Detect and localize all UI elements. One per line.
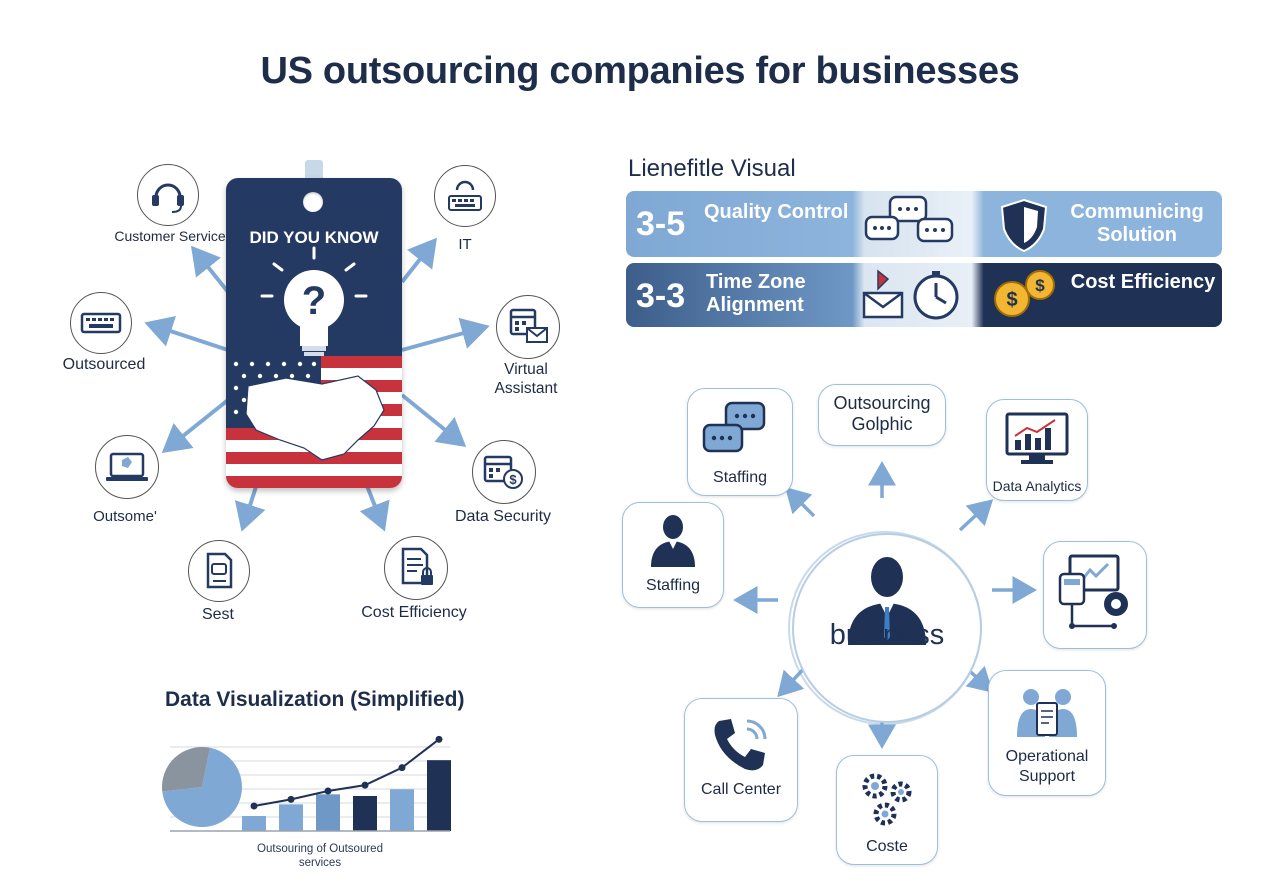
arrow-it — [400, 237, 437, 284]
keyboard-icon — [80, 312, 122, 334]
node-device — [1043, 541, 1147, 649]
business-hub: business — [792, 533, 982, 723]
keyboard-headset-icon — [448, 180, 482, 211]
shield-icon — [1000, 198, 1048, 253]
chart-bar — [353, 796, 377, 831]
businessman-icon — [848, 557, 926, 645]
bulb-flag-art: ? — [226, 246, 402, 488]
chart-bar — [316, 794, 340, 831]
page-title: US outsourcing companies for businesses — [260, 50, 1020, 92]
gears-icon — [862, 773, 912, 826]
did-you-know-tag: DID YOU KNOW ? — [226, 178, 402, 488]
row2-label: Time Zone Alignment — [706, 271, 806, 316]
phone-icon — [714, 719, 767, 771]
benefits-heading: Lienefitle Visual — [628, 155, 796, 182]
coins-icon: $ $ — [994, 270, 1055, 317]
row1-right-label: Communicing Solution — [1070, 201, 1204, 246]
node-staffing-left: Staffing — [622, 502, 724, 608]
chart-point — [435, 735, 443, 743]
tag-hole — [303, 192, 323, 212]
chat-bubbles-icon — [864, 195, 954, 243]
chart-point — [287, 795, 295, 803]
node-outsourcing-label: Outsourcing Golphic — [833, 393, 931, 434]
team-icon — [1017, 689, 1077, 737]
cost-efficiency-node — [384, 536, 448, 600]
arrow-data-analytics — [958, 499, 994, 532]
chart-pie-slice — [162, 747, 210, 792]
svg-text:?: ? — [302, 279, 326, 323]
hub-center-label: business — [829, 619, 945, 651]
chart-point — [398, 764, 406, 772]
arrow-customer-service — [191, 245, 230, 294]
node-outsourcing: Outsourcing Golphic — [818, 384, 946, 446]
benefit-row-1: 3-5 Quality Control Communicing Solution — [626, 191, 1222, 257]
mail-clock-icon — [862, 269, 959, 320]
monitor-chart-icon — [1005, 412, 1069, 464]
node-call-center-label: Call Center — [700, 781, 782, 798]
node-operational-label: Operational Support — [1005, 748, 1089, 785]
label-outsourced: Outsourced — [62, 356, 146, 373]
customer-service-node — [137, 164, 199, 226]
label-virtual-assistant: Virtual Assistant — [494, 361, 558, 397]
node-coste-label: Coste — [866, 838, 908, 855]
label-cost-efficiency: Cost Efficiency — [361, 604, 467, 621]
chart-bar — [427, 760, 451, 831]
outsourced-node — [70, 292, 132, 354]
chart-title: Data Visualization (Simplified) — [165, 688, 465, 711]
virtual-assistant-node — [496, 295, 560, 359]
arrow-virtual-assistant — [401, 317, 490, 352]
chart-pie-slice — [162, 747, 242, 827]
data-security-node: $ — [472, 440, 536, 504]
us-flag — [226, 356, 402, 488]
tag-text: DID YOU KNOW — [249, 228, 379, 247]
chart-bar — [279, 804, 303, 831]
node-data-analytics-label: Data Analytics — [992, 478, 1082, 494]
chart-trend-line — [253, 738, 440, 807]
node-data-analytics: Data Analytics — [986, 399, 1088, 501]
laptop-icon — [106, 452, 148, 481]
sest-node — [188, 540, 250, 602]
label-sest: Sest — [201, 606, 234, 623]
node-call-center: Call Center — [684, 698, 798, 822]
it-node — [434, 165, 496, 227]
svg-text:$: $ — [1006, 289, 1017, 311]
arrow-outsome — [161, 398, 230, 453]
row2-number: 3-3 — [636, 277, 686, 315]
node-coste: Coste — [836, 755, 938, 865]
label-customer-service: Customer Service — [114, 228, 226, 244]
person-icon — [651, 515, 695, 567]
svg-text:$: $ — [509, 472, 517, 487]
label-data-security: Data Security — [454, 508, 552, 525]
chart-point — [324, 787, 332, 795]
node-staffing-left-label: Staffing — [646, 577, 700, 594]
node-operational: Operational Support — [988, 670, 1106, 796]
chat-bubbles-icon — [702, 401, 766, 453]
headset-icon — [152, 183, 184, 213]
chart-point — [361, 781, 369, 789]
svg-text:$: $ — [1035, 276, 1045, 295]
node-staffing-top-label: Staffing — [713, 469, 767, 486]
chart-point — [250, 802, 258, 810]
chart-xlabel: Outsouring of Outsoured services — [257, 843, 383, 869]
row2-right-label: Cost Efficiency — [1070, 271, 1216, 293]
lightbulb-icon: ? — [260, 246, 368, 356]
document-chat-icon — [206, 552, 233, 589]
chart-bar — [390, 789, 414, 831]
arrow-staffing-top — [785, 487, 816, 518]
calendar-dollar-icon: $ — [483, 455, 523, 489]
document-lock-icon — [401, 547, 433, 585]
calendar-mail-icon — [509, 308, 548, 343]
simplified-chart — [162, 735, 451, 832]
outsome-node — [95, 435, 159, 499]
label-outsome: Outsome' — [93, 508, 157, 525]
node-staffing-top: Staffing — [687, 388, 793, 496]
device-support-icon — [1058, 554, 1128, 629]
chart-bar — [242, 816, 266, 831]
label-it: IT — [458, 236, 472, 253]
benefit-row-2: 3-3 Time Zone Alignment $ $ Cost Efficie… — [626, 263, 1222, 327]
row1-number: 3-5 — [636, 205, 686, 243]
row1-label: Quality Control — [704, 201, 849, 223]
arrow-outsourced — [144, 316, 229, 352]
arrow-data-security — [400, 393, 467, 448]
